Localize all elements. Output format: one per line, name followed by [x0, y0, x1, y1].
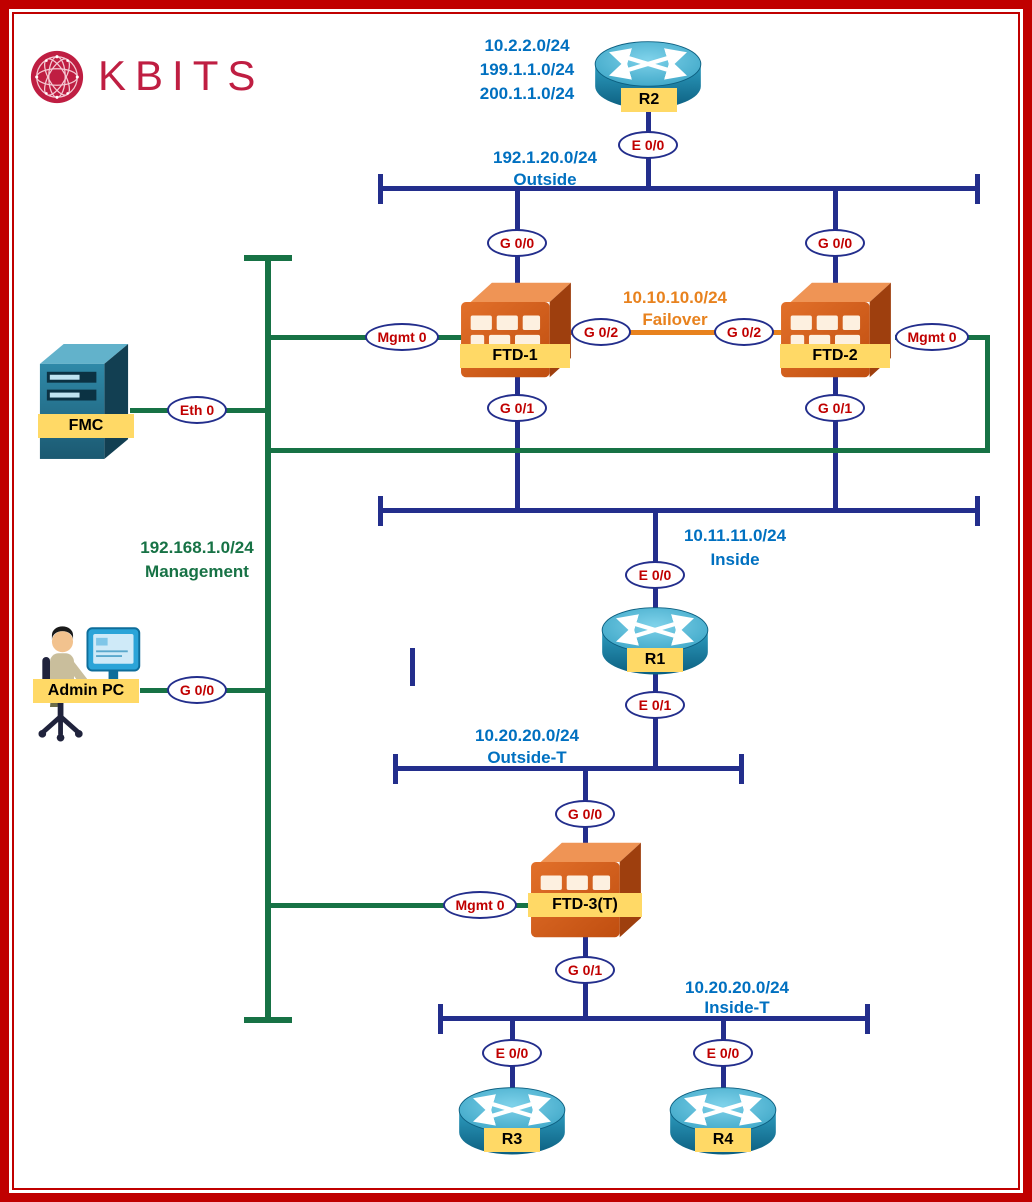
- iface-ftd3-mgmt0: Mgmt 0: [443, 891, 517, 919]
- outside-subnet-label: 192.1.20.0/24: [493, 148, 597, 167]
- r3-label: R3: [484, 1128, 540, 1152]
- r2-network-1: 10.2.2.0/24: [484, 36, 570, 55]
- management-subnet-label: 192.168.1.0/24: [140, 538, 254, 557]
- iface-ftd1-g02: G 0/2: [571, 318, 631, 346]
- iface-r3-e00: E 0/0: [482, 1039, 542, 1067]
- outside-bus-left-cap: [378, 174, 383, 204]
- inside-bus-line: [380, 508, 978, 513]
- management-bus-top-cap: [244, 255, 292, 261]
- iface-ftd1-mgmt0: Mgmt 0: [365, 323, 439, 351]
- inside-t-name-label: Inside-T: [704, 998, 770, 1017]
- ftd3-mgmt-link: [268, 903, 530, 908]
- iface-ftd2-mgmt0: Mgmt 0: [895, 323, 969, 351]
- failover-name-label: Failover: [642, 310, 708, 329]
- ftd2-mgmt-link-vertical: [985, 335, 990, 453]
- outside-t-bus-right-cap: [739, 754, 744, 784]
- kbits-logo-text: KBITS: [98, 52, 265, 99]
- outside-name-label: Outside: [513, 170, 577, 189]
- inside-bus-right-cap: [975, 496, 980, 526]
- kbits-globe-icon: [28, 48, 86, 106]
- inside-subnet-label: 10.11.11.0/24: [683, 526, 787, 545]
- iface-adminpc-g00: G 0/0: [167, 676, 227, 704]
- firewall-ftd3-icon: [527, 837, 643, 943]
- ftd1-g01-link: [515, 375, 520, 508]
- ftd1-label: FTD-1: [460, 344, 570, 368]
- iface-r4-e00: E 0/0: [693, 1039, 753, 1067]
- ftd2-g01-link: [833, 375, 838, 508]
- iface-ftd1-g00: G 0/0: [487, 229, 547, 257]
- outside-t-name-label: Outside-T: [487, 748, 567, 767]
- outside-bus-right-cap: [975, 174, 980, 204]
- iface-ftd2-g01: G 0/1: [805, 394, 865, 422]
- iface-ftd3-g01: G 0/1: [555, 956, 615, 984]
- outside-t-bus-left-cap: [393, 754, 398, 784]
- iface-ftd3-g00: G 0/0: [555, 800, 615, 828]
- ftd2-mgmt-link-return: [268, 448, 990, 453]
- r2-network-3: 200.1.1.0/24: [479, 84, 575, 103]
- iface-ftd2-g02: G 0/2: [714, 318, 774, 346]
- fmc-label: FMC: [38, 414, 134, 438]
- iface-fmc-eth0: Eth 0: [167, 396, 227, 424]
- admin-pc-label: Admin PC: [33, 679, 139, 703]
- tick-mark: [410, 648, 415, 686]
- inside-t-subnet-label: 10.20.20.0/24: [685, 978, 789, 997]
- management-bus-line: [265, 259, 271, 1019]
- inside-bus-left-cap: [378, 496, 383, 526]
- ftd3-label: FTD-3(T): [528, 893, 642, 917]
- outside-t-bus-line: [395, 766, 742, 771]
- iface-ftd1-g01: G 0/1: [487, 394, 547, 422]
- inside-t-bus-right-cap: [865, 1004, 870, 1034]
- iface-r1-e00: E 0/0: [625, 561, 685, 589]
- iface-ftd2-g00: G 0/0: [805, 229, 865, 257]
- r1-label: R1: [627, 648, 683, 672]
- management-bus-bottom-cap: [244, 1017, 292, 1023]
- failover-link: [565, 330, 785, 335]
- outside-bus-line: [380, 186, 978, 191]
- inner-border: [12, 12, 1020, 1190]
- r2-label: R2: [621, 88, 677, 112]
- iface-r2-e00: E 0/0: [618, 131, 678, 159]
- r2-network-2: 199.1.1.0/24: [479, 60, 575, 79]
- outside-t-subnet-label: 10.20.20.0/24: [475, 726, 579, 745]
- r4-label: R4: [695, 1128, 751, 1152]
- fmc-server-icon: [32, 340, 136, 464]
- failover-subnet-label: 10.10.10.0/24: [623, 288, 727, 307]
- ftd2-label: FTD-2: [780, 344, 890, 368]
- inside-t-bus-left-cap: [438, 1004, 443, 1034]
- inside-t-bus-line: [440, 1016, 868, 1021]
- iface-r1-e01: E 0/1: [625, 691, 685, 719]
- inside-name-label: Inside: [710, 550, 760, 569]
- management-name-label: Management: [145, 562, 249, 581]
